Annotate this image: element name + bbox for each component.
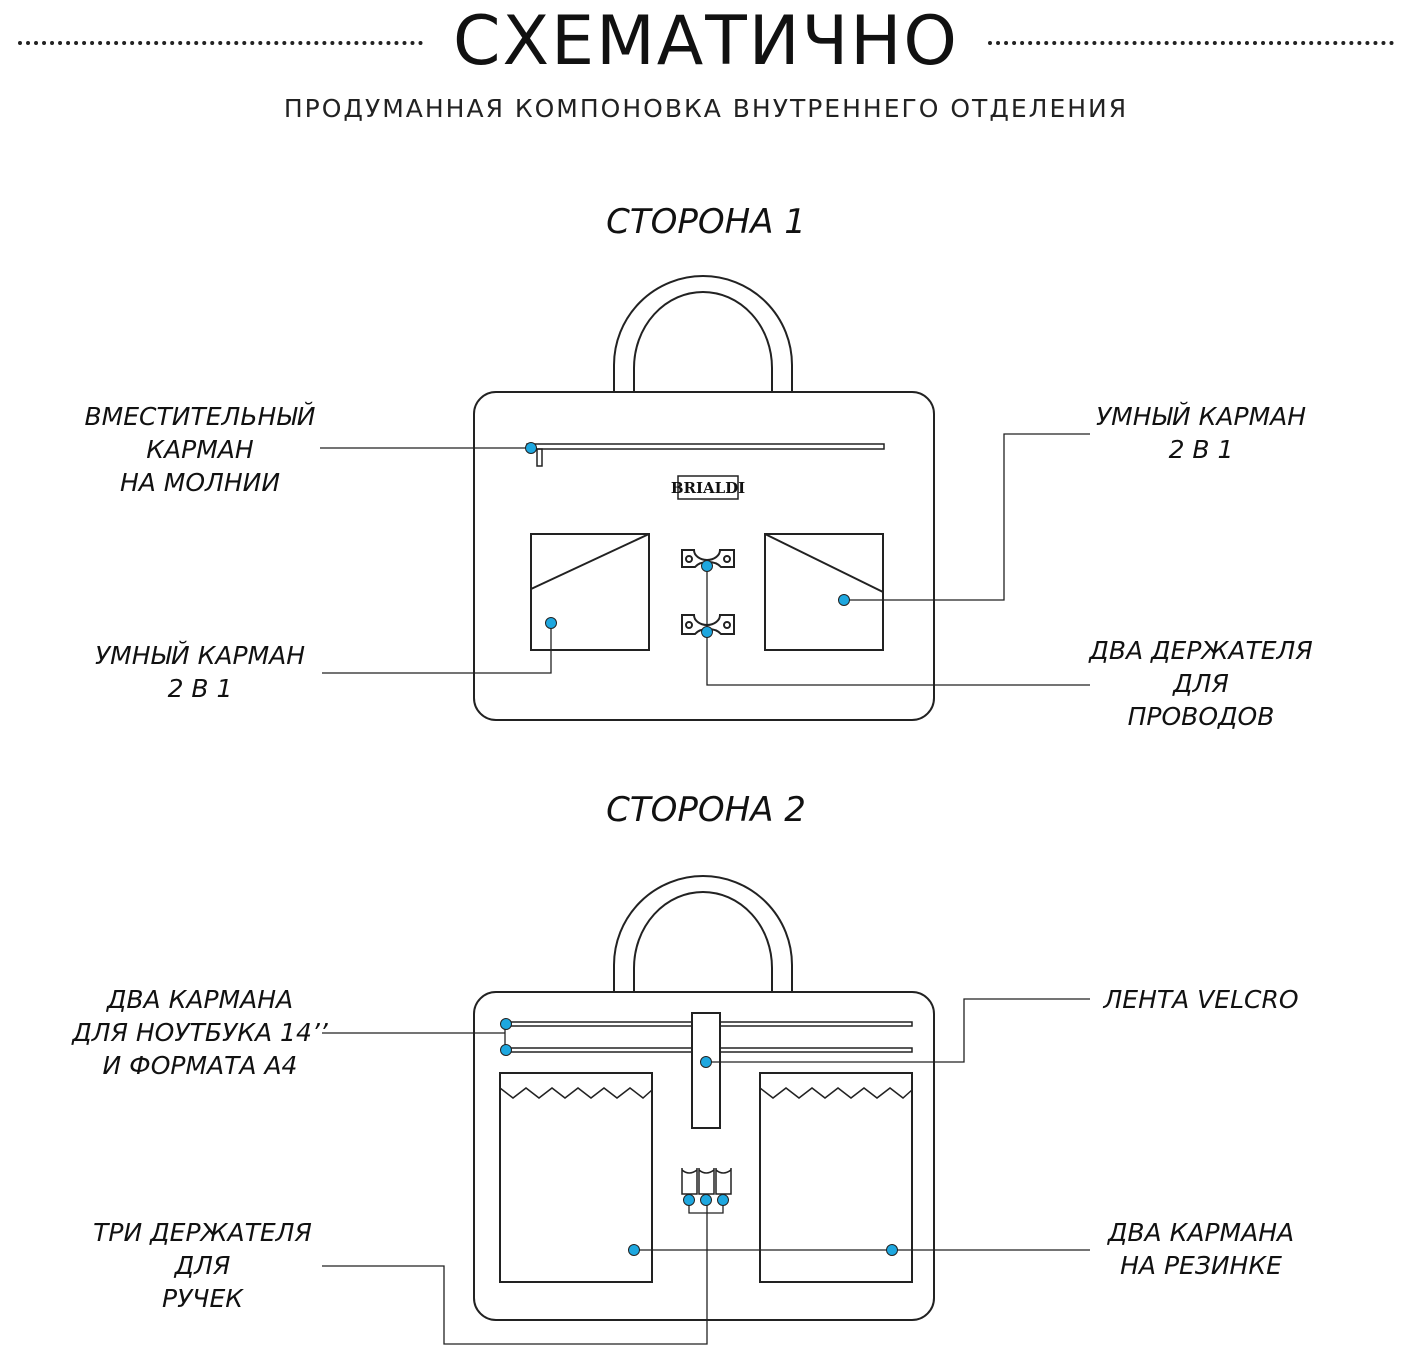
side2-title: СТОРОНА 2: [606, 790, 806, 830]
marker-laptop-1: [500, 1018, 512, 1030]
side2-right-pocket: [759, 1072, 913, 1283]
side2-handle-inner: [633, 891, 773, 992]
page-title: СХЕМАТИЧНО: [0, 2, 1412, 82]
label-laptop-pockets: ДВА КАРМАНА ДЛЯ НОУТБУКА 14’’ И ФОРМАТА …: [72, 985, 328, 1080]
side1-right-pocket-flap: [764, 533, 884, 593]
marker-velcro: [700, 1056, 712, 1068]
brand-logo: BRIALDI: [671, 479, 745, 497]
side1-right-pocket: [764, 533, 884, 651]
marker-elastic-left: [628, 1244, 640, 1256]
side1-handle: [613, 275, 793, 392]
marker-laptop-2: [500, 1044, 512, 1056]
pen-holders: [681, 1168, 732, 1195]
side2-leaders: [322, 998, 1090, 1345]
label-smart-pocket-left: УМНЫЙ КАРМАН 2 В 1: [94, 641, 306, 703]
side1-handle-inner: [633, 291, 773, 392]
side1-left-pocket-flap: [530, 533, 650, 590]
title-dots-right: [988, 41, 1394, 45]
label-cable-holders: ДВА ДЕРЖАТЕЛЯ ДЛЯ ПРОВОДОВ: [1089, 636, 1313, 731]
marker-cable-bottom: [701, 626, 713, 638]
marker-elastic-right: [886, 1244, 898, 1256]
title-dots-left: [18, 41, 423, 45]
label-zip-pocket: ВМЕСТИТЕЛЬНЫЙ КАРМАН НА МОЛНИИ: [84, 402, 316, 497]
side2-left-pocket-zigzag: [499, 1087, 653, 1099]
side2-handle: [613, 875, 793, 992]
label-velcro: ЛЕНТА VELCRO: [1103, 985, 1299, 1014]
side2-left-pocket: [499, 1072, 653, 1283]
side1-bag: [473, 275, 935, 721]
label-smart-pocket-right: УМНЫЙ КАРМАН 2 В 1: [1095, 402, 1307, 464]
page-subtitle: ПРОДУМАННАЯ КОМПОНОВКА ВНУТРЕННЕГО ОТДЕЛ…: [283, 94, 1129, 123]
side1-zipper: [526, 443, 885, 450]
marker-smart-left: [545, 617, 557, 629]
velcro-strap: [691, 1012, 721, 1129]
cable-holder-top: [681, 549, 735, 568]
label-pen-holders: ТРИ ДЕРЖАТЕЛЯ ДЛЯ РУЧЕК: [93, 1218, 312, 1313]
side1-left-pocket: [530, 533, 650, 651]
side1-zipper-pull: [536, 448, 543, 467]
marker-zip-pocket: [525, 442, 537, 454]
marker-pen-1: [683, 1194, 695, 1206]
cable-holder-bottom: [681, 614, 735, 635]
brand-logo-frame: [677, 475, 739, 500]
marker-pen-3: [717, 1194, 729, 1206]
side1-title: СТОРОНА 1: [606, 202, 806, 242]
marker-pen-2: [700, 1194, 712, 1206]
side1-leaders: [320, 433, 1090, 686]
marker-cable-top: [701, 560, 713, 572]
side2-bag: [473, 875, 935, 1321]
side1-bag-body: [473, 391, 935, 721]
side2-bag-body: [473, 991, 935, 1321]
marker-smart-right: [838, 594, 850, 606]
side2-right-pocket-zigzag: [759, 1087, 913, 1099]
markers: [500, 442, 898, 1256]
label-elastic-pockets: ДВА КАРМАНА НА РЕЗИНКЕ: [1107, 1218, 1295, 1280]
